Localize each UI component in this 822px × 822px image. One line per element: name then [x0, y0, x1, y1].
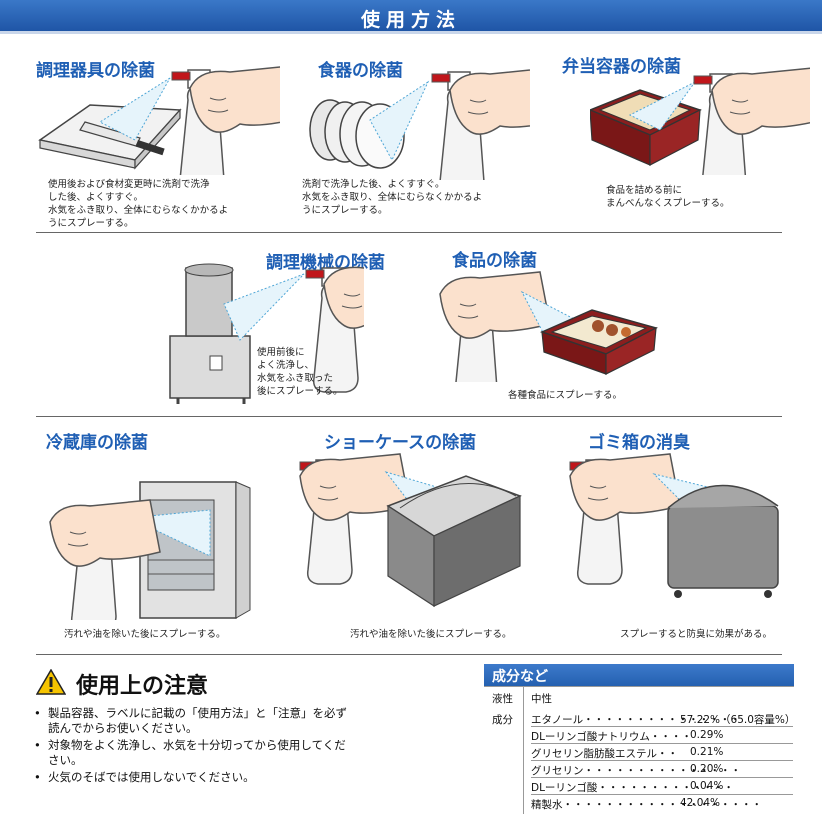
caption-cookware: 使用後および食材変更時に洗剤で洗浄 した後、よくすすぐ。 水気をふき取り、全体に…: [48, 179, 229, 229]
section-title-food: 食品の除菌: [452, 251, 537, 271]
caption-food: 各種食品にスプレーする。: [508, 390, 623, 401]
ingredient-value: 57.22%（65.0容量%）: [680, 714, 796, 726]
caution-list: 製品容器、ラベルに記載の「使用方法」と「注意」を必ず 読んでからお使いください。…: [34, 706, 364, 787]
divider-2: [36, 416, 782, 417]
liquid-label: 液性: [492, 693, 513, 705]
caution-item: 火気のそばでは使用しないでください。: [34, 770, 364, 785]
dishes-illustration: [309, 67, 530, 180]
cookware-illustration: [38, 65, 280, 175]
divider-3: [36, 654, 782, 655]
trash-illustration: [569, 453, 779, 598]
caption-lunchbox: 食品を詰める前に まんべんなくスプレーする。: [606, 185, 730, 209]
divider-1: [36, 232, 782, 233]
caption-dishes: 洗剤で洗浄した後、よくすすぐ。 水気をふき取り、全体にむらなくかかるよ うにスプ…: [302, 179, 483, 216]
caution-item: 製品容器、ラベルに記載の「使用方法」と「注意」を必ず 読んでからお使いください。: [34, 706, 364, 736]
caption-fridge: 汚れや油を除いた後にスプレーする。: [64, 629, 226, 640]
caution-title: 使用上の注意: [76, 674, 209, 699]
caution-item: 対象物をよく洗浄し、水気を十分切ってから使用してくだ さい。: [34, 738, 364, 768]
fridge-illustration: [49, 481, 251, 620]
ingredients-row-line: [531, 743, 793, 744]
ingredients-row-line: [531, 777, 793, 778]
ingredient-name: DLーリンゴ酸・・・・・・・・・・・・・: [531, 782, 734, 794]
showcase-illustration: [299, 453, 522, 608]
ingredient-value: 0.20%: [690, 763, 724, 775]
caption-showcase: 汚れや油を除いた後にスプレーする。: [350, 629, 512, 640]
ingredient-name: DLーリンゴ酸ナトリウム・・・・: [531, 731, 692, 743]
ingredient-value: 42.04%: [680, 797, 721, 809]
component-label: 成分: [492, 714, 513, 726]
food-illustration: [439, 271, 659, 382]
ingredient-name: グリセリン・・・・・・・・・・・・・・・: [531, 765, 741, 777]
ingredient-value: 0.21%: [690, 746, 724, 758]
section-title-dishes: 食器の除菌: [318, 61, 403, 81]
banner-title: 使用方法: [360, 9, 461, 31]
ingredients-line: [484, 686, 794, 687]
warning-icon: [36, 669, 66, 695]
ingredients-title: 成分など: [492, 669, 548, 685]
ingredients-row-line: [531, 794, 793, 795]
ingredient-name: 精製水・・・・・・・・・・・・・・・・・・・: [531, 799, 762, 811]
liquid-value: 中性: [531, 693, 552, 705]
section-title-trash: ゴミ箱の消臭: [588, 433, 690, 453]
ingredient-name: エタノール・・・・・・・・・・・・・・・: [531, 714, 741, 726]
ingredients-row-line: [531, 726, 793, 727]
ingredients-header: 成分など: [484, 664, 794, 686]
machine-illustration: [169, 261, 364, 404]
ingredient-value: 0.29%: [690, 729, 724, 741]
lunchbox-illustration: [590, 67, 810, 175]
caption-trash: スプレーすると防臭に効果がある。: [620, 629, 773, 640]
caption-machines: 使用前後に よく洗浄し、 水気をふき取った 後にスプレーする。: [257, 347, 343, 397]
section-title-cookware: 調理器具の除菌: [36, 61, 155, 81]
ingredient-value: 0.04%: [690, 780, 724, 792]
section-title-fridge: 冷蔵庫の除菌: [46, 433, 148, 453]
ingredient-name: グリセリン脂肪酸エステル・・: [531, 748, 678, 760]
ingredients-row-line: [531, 760, 793, 761]
section-title-showcase: ショーケースの除菌: [324, 433, 477, 453]
section-title-lunchbox: 弁当容器の除菌: [562, 57, 681, 77]
ingredients-vline: [523, 686, 524, 814]
usage-banner: 使用方法: [0, 0, 822, 34]
